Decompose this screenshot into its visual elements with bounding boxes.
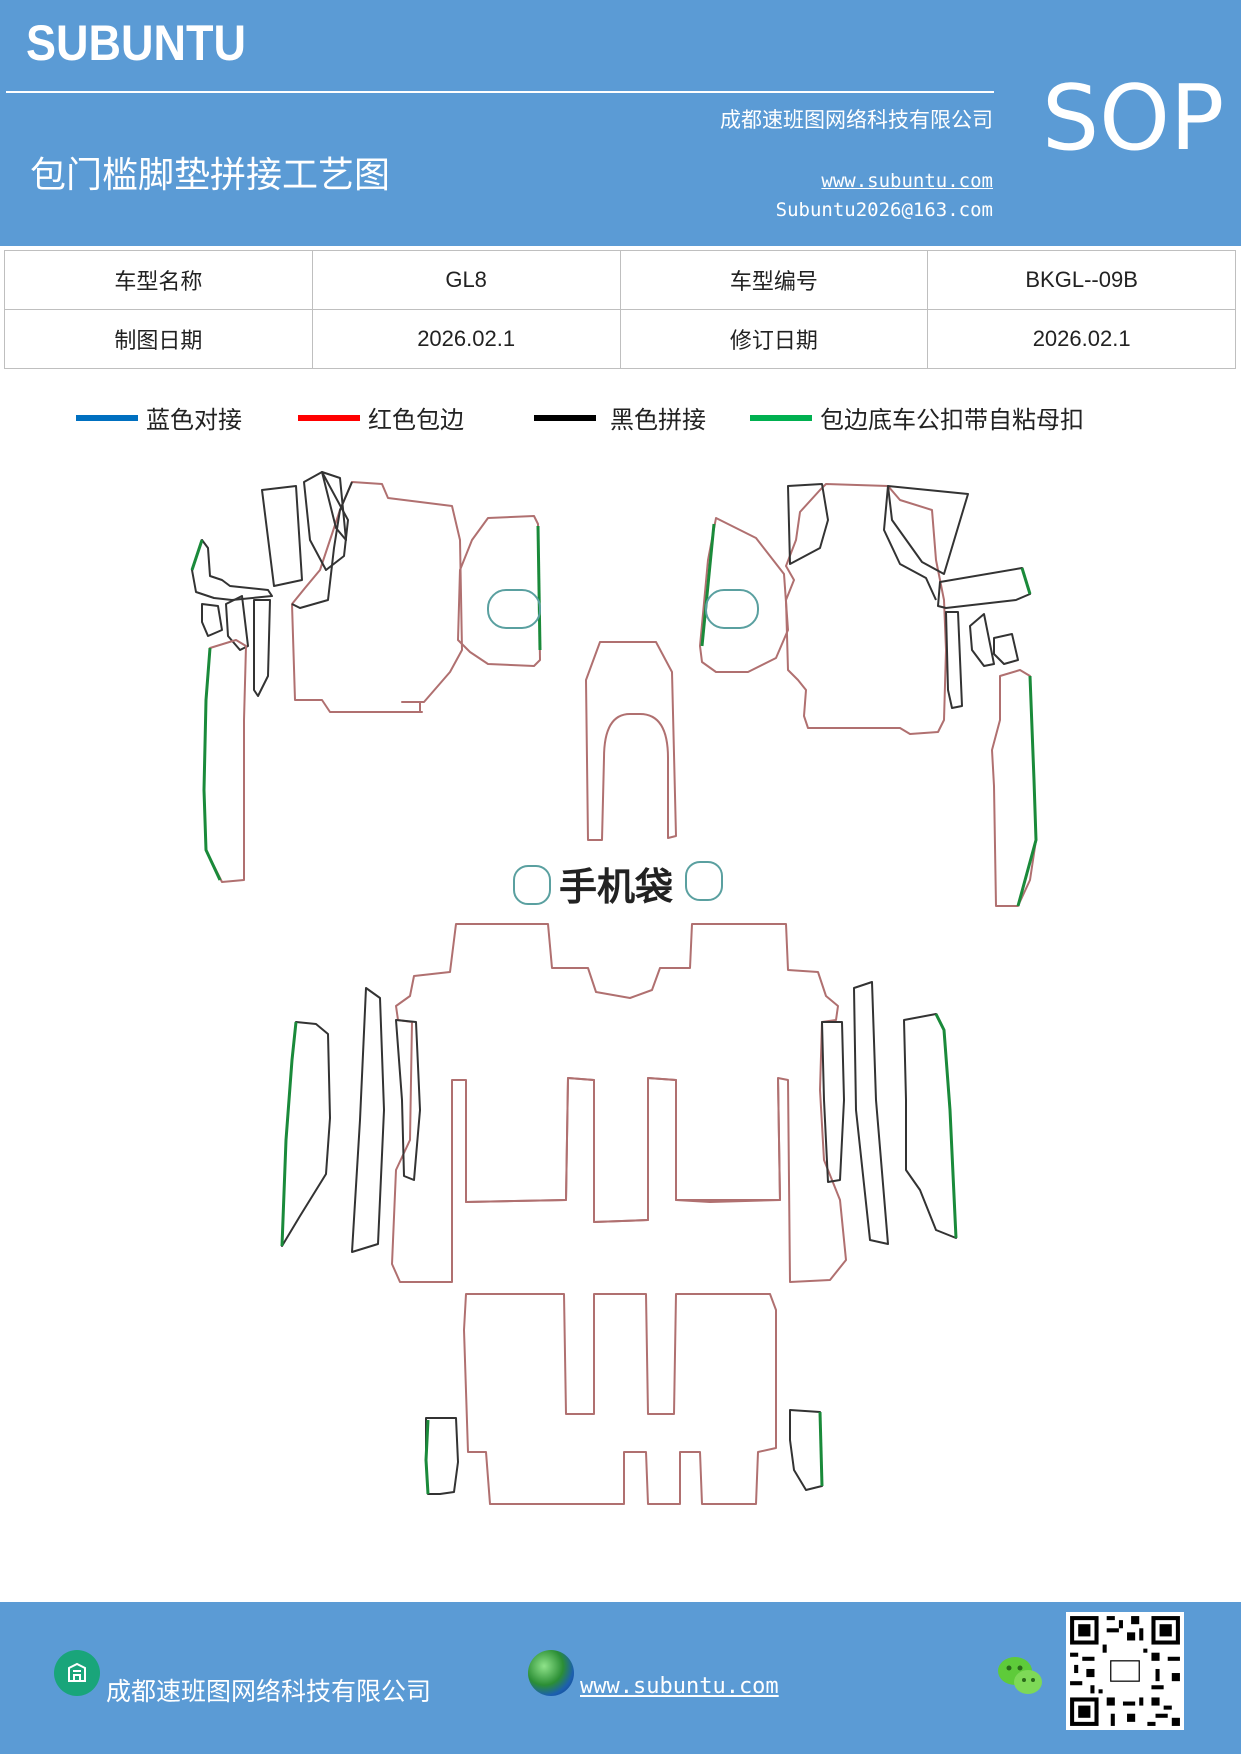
draw-date-label: 制图日期 [4,309,313,369]
rear-left-sill-velcro [424,1419,430,1495]
legend-item-green: 包边底车公扣带自粘母扣 [750,400,1084,435]
right-sill-small-2 [969,613,995,667]
left-front-mat [291,481,463,713]
right-pillar-panel-1 [887,485,969,575]
middle-row-group [280,923,958,1283]
rear-row-mat [463,1293,777,1505]
right-front-splice [883,485,937,601]
middle-right-sill-3 [821,1021,845,1183]
revise-date-value: 2026.02.1 [927,309,1236,369]
legend-item-black: 黑色拼接 [534,400,706,435]
left-sill-long-velcro [202,647,222,881]
phone-bag-slot-left [513,865,551,905]
legend-swatch-green [750,414,812,421]
header: SUBUNTU 成都速班图网络科技有限公司 包门槛脚垫拼接工艺图 www.sub… [0,0,1241,246]
model-code-label: 车型编号 [619,250,929,310]
header-website-link[interactable]: www.subuntu.com [821,170,993,192]
qr-code[interactable] [1066,1612,1184,1730]
middle-left-sill-3 [395,1019,421,1181]
table-row: 制图日期 2026.02.1 修订日期 2026.02.1 [4,309,1236,369]
sop-badge: SOP [1042,66,1225,171]
brand-logo: SUBUNTU [26,15,246,71]
header-email[interactable]: Subuntu2026@163.com [775,199,993,221]
globe-icon [528,1650,574,1696]
right-sill-long-velcro [1016,675,1038,907]
right-door-velcro [700,523,716,647]
left-sill-long [203,639,247,883]
middle-row-inner-left [465,1077,781,1223]
model-code-value: BKGL--09B [927,250,1236,310]
center-console-group: 手机袋 [513,641,723,909]
left-sill-upper-velcro [190,539,204,571]
header-divider [6,91,994,93]
right-front-mat [785,483,947,735]
legend-item-red: 红色包边 [298,400,464,435]
middle-right-sill-1 [903,1013,957,1239]
phone-bag-slot-right [685,861,723,901]
rear-right-sill [789,1409,823,1491]
left-phone-slot [487,589,541,629]
left-door-mat [457,515,541,667]
draw-date-value: 2026.02.1 [311,309,621,369]
left-pillar-panel-3 [321,471,347,541]
middle-right-sill-2 [853,981,889,1245]
left-sill-small-2 [225,595,249,651]
legend-swatch-black [534,414,596,421]
left-sill-small-1 [201,603,223,637]
header-company: 成都速班图网络科技有限公司 [720,108,993,132]
right-front-mat-group [699,483,1038,907]
right-sill-upper [937,567,1031,609]
footer: 成都速班图网络科技有限公司 www.subuntu.com [0,1602,1241,1754]
right-pillar-panel-2 [787,483,829,565]
info-table: 车型名称 GL8 车型编号 BKGL--09B 制图日期 2026.02.1 修… [4,250,1236,369]
left-front-mat-group [190,471,542,883]
right-door-mat [699,517,789,673]
center-console-mat [585,641,677,841]
footer-company: 成都速班图网络科技有限公司 [106,1677,432,1706]
middle-left-sill-1 [281,1021,331,1247]
middle-right-sill-1-velcro [934,1013,958,1239]
legend-label: 黑色拼接 [610,406,706,434]
building-icon [54,1650,100,1696]
right-sill-small-1 [945,611,963,709]
model-name-value: GL8 [311,250,621,310]
left-sill-upper [191,539,273,601]
wechat-icon[interactable] [996,1654,1044,1698]
footer-website-link[interactable]: www.subuntu.com [580,1674,779,1699]
legend-item-blue: 蓝色对接 [76,400,242,435]
right-sill-small-3 [993,633,1019,665]
legend-label: 包边底车公扣带自粘母扣 [820,406,1084,434]
right-sill-upper-velcro [1020,567,1032,595]
middle-left-sill-1-velcro [280,1021,298,1247]
rear-row-group [424,1293,824,1505]
legend-label: 蓝色对接 [146,406,242,434]
legend-swatch-blue [76,414,138,421]
revise-date-label: 修订日期 [619,309,929,369]
rear-left-sill [425,1417,459,1495]
page-title: 包门槛脚垫拼接工艺图 [30,155,391,196]
rear-right-sill-velcro [818,1411,824,1487]
model-name-label: 车型名称 [4,250,313,310]
left-sill-small-3 [253,599,271,697]
middle-left-sill-2 [351,987,385,1253]
left-pillar-panel-1 [261,485,303,587]
phone-bag-label: 手机袋 [559,865,673,909]
right-sill-long [991,669,1037,907]
floor-mat-diagram: 手机袋 [190,471,1038,1505]
left-door-velcro [536,525,542,651]
right-phone-slot [705,589,759,629]
legend-label: 红色包边 [368,406,464,434]
legend: 蓝色对接 红色包边 黑色拼接 包边底车公扣带自粘母扣 [0,400,1241,440]
legend-swatch-red [298,414,360,421]
table-row: 车型名称 GL8 车型编号 BKGL--09B [4,250,1236,310]
